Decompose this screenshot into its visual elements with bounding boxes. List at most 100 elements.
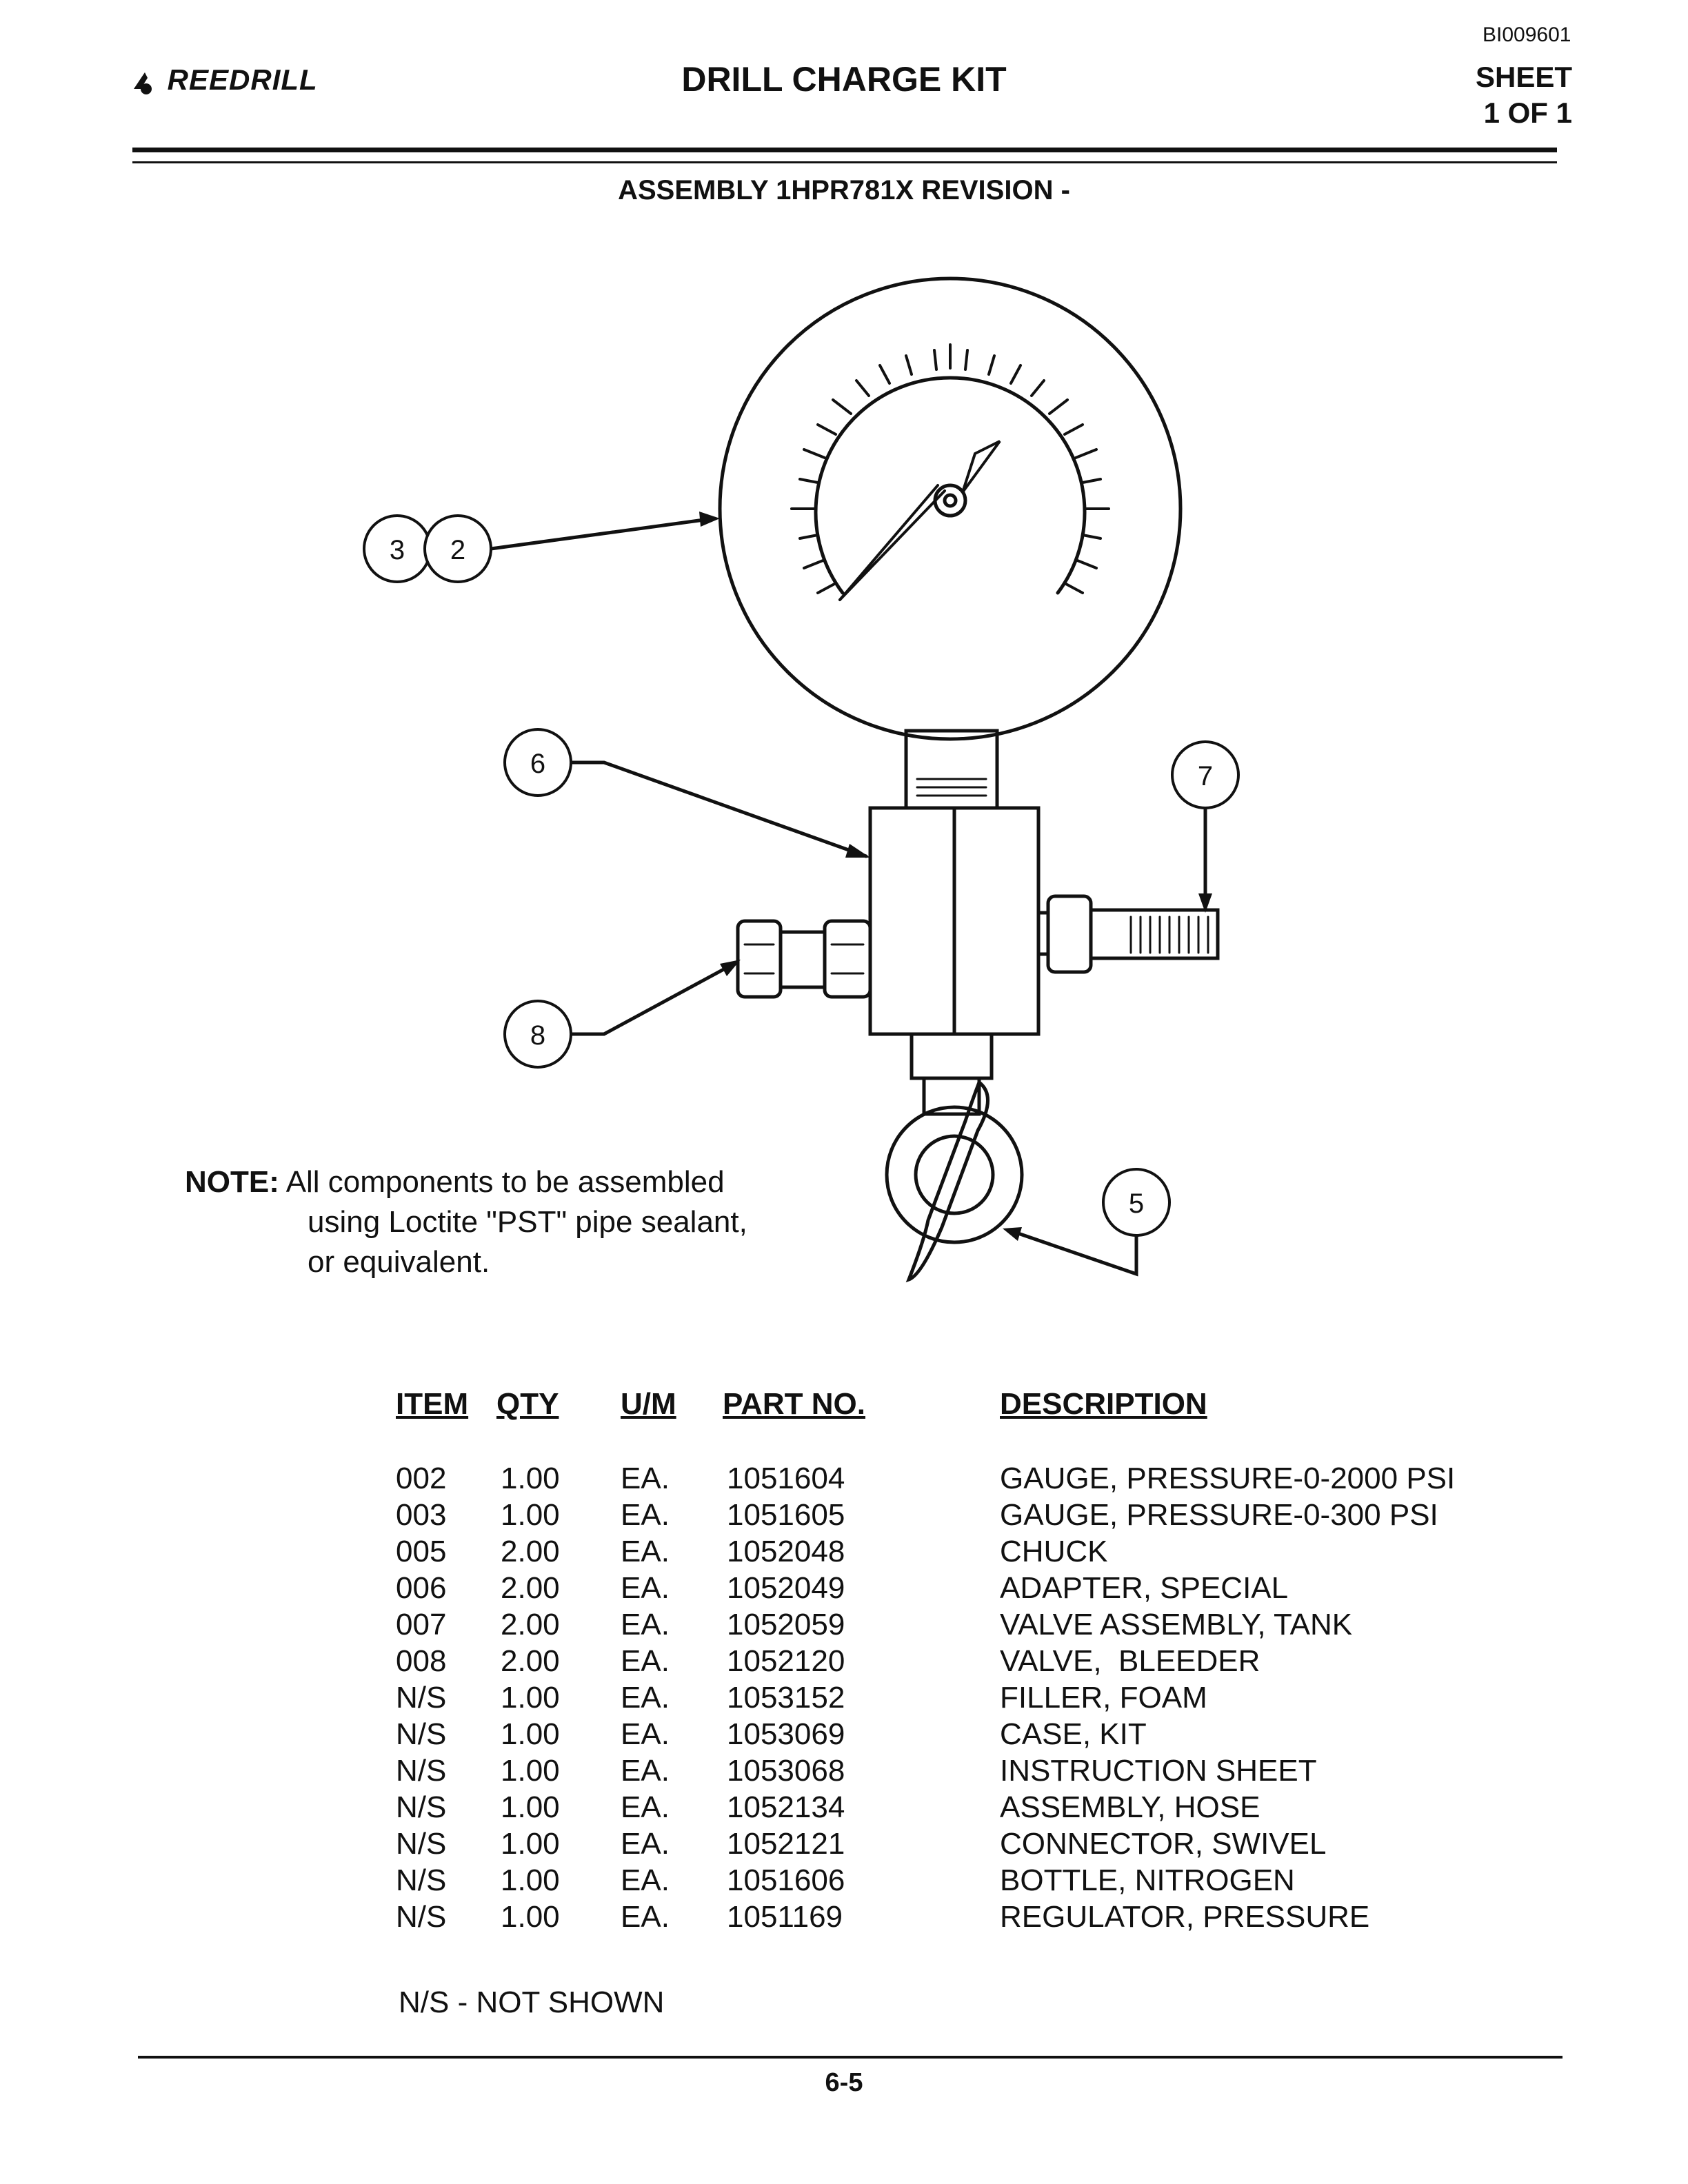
header-um: U/M xyxy=(621,1387,676,1421)
table-row: N/S 1.00 EA. 1051169 REGULATOR, PRESSURE xyxy=(396,1899,1496,1935)
footer-rule xyxy=(138,2056,1563,2059)
header-qty: QTY xyxy=(496,1387,559,1421)
arrowhead-7 xyxy=(1198,893,1212,913)
cell-part-no: 1053068 xyxy=(727,1754,845,1788)
assembly-revision: ASSEMBLY 1HPR781X REVISION - xyxy=(618,175,1070,205)
table-row: 008 2.00 EA. 1052120 VALVE, BLEEDER xyxy=(396,1643,1496,1679)
cell-qty: 1.00 xyxy=(501,1754,560,1788)
cell-description: REGULATOR, PRESSURE xyxy=(1000,1900,1370,1934)
cell-item: N/S xyxy=(396,1754,447,1788)
cell-um: EA. xyxy=(621,1571,670,1605)
cell-item: 002 xyxy=(396,1462,447,1495)
cell-item: N/S xyxy=(396,1900,447,1934)
header-item: ITEM xyxy=(396,1387,469,1421)
cell-um: EA. xyxy=(621,1717,670,1751)
cell-description: GAUGE, PRESSURE-0-2000 PSI xyxy=(1000,1462,1456,1495)
table-row: N/S 1.00 EA. 1052134 ASSEMBLY, HOSE xyxy=(396,1789,1496,1826)
cell-part-no: 1052120 xyxy=(727,1644,845,1678)
cell-part-no: 1052121 xyxy=(727,1827,845,1861)
callout-number-2: 2 xyxy=(450,535,465,565)
cell-description: GAUGE, PRESSURE-0-300 PSI xyxy=(1000,1498,1438,1532)
header-rule-thin xyxy=(132,161,1557,163)
gauge-ticks xyxy=(790,343,1110,594)
leader-6 xyxy=(569,760,868,858)
arrowhead-2 xyxy=(699,512,720,527)
parts-list-table: ITEM QTY U/M PART NO. DESCRIPTION 002 1.… xyxy=(396,1387,1496,1935)
callout-number-5: 5 xyxy=(1129,1189,1144,1219)
note-line-1: All components to be assembled xyxy=(285,1165,725,1199)
cell-um: EA. xyxy=(621,1863,670,1897)
cell-description: FILLER, FOAM xyxy=(1000,1681,1207,1715)
tank-valve-stem xyxy=(1089,908,1220,960)
arrowhead-5 xyxy=(1003,1227,1022,1241)
leader-8 xyxy=(569,960,738,1036)
cell-description: VALVE, BLEEDER xyxy=(1000,1644,1260,1678)
parts-table-header: ITEM QTY U/M PART NO. DESCRIPTION xyxy=(396,1387,1496,1460)
table-row: 005 2.00 EA. 1052048 CHUCK xyxy=(396,1533,1496,1570)
cell-part-no: 1051604 xyxy=(727,1462,845,1495)
cell-part-no: 1053152 xyxy=(727,1681,845,1715)
note-label: NOTE: xyxy=(185,1165,279,1199)
cell-item: 005 xyxy=(396,1535,447,1568)
table-row: N/S 1.00 EA. 1053069 CASE, KIT xyxy=(396,1716,1496,1752)
leader-2 xyxy=(489,516,716,551)
lower-fitting xyxy=(910,1032,994,1080)
cell-qty: 1.00 xyxy=(501,1900,560,1934)
table-row: 002 1.00 EA. 1051604 GAUGE, PRESSURE-0-2… xyxy=(396,1460,1496,1497)
cell-qty: 2.00 xyxy=(501,1644,560,1678)
cell-qty: 2.00 xyxy=(501,1608,560,1641)
cell-um: EA. xyxy=(621,1827,670,1861)
callout-number-6: 6 xyxy=(530,749,545,779)
assembly-drawing: 3 2 6 7 8 5 xyxy=(363,276,1240,1283)
sheet-label: SHEET xyxy=(1475,61,1572,93)
cell-item: 008 xyxy=(396,1644,447,1678)
cell-part-no: 1051605 xyxy=(727,1498,845,1532)
callout-balloon-6 xyxy=(503,728,572,797)
cell-qty: 1.00 xyxy=(501,1498,560,1532)
cell-qty: 1.00 xyxy=(501,1790,560,1824)
table-row: N/S 1.00 EA. 1053068 INSTRUCTION SHEET xyxy=(396,1752,1496,1789)
gauge-rim xyxy=(718,276,1183,741)
sheet-count: 1 OF 1 xyxy=(1483,97,1572,129)
cell-item: 006 xyxy=(396,1571,447,1605)
header-description: DESCRIPTION xyxy=(1000,1387,1207,1421)
cell-item: N/S xyxy=(396,1717,447,1751)
cell-description: CONNECTOR, SWIVEL xyxy=(1000,1827,1327,1861)
cell-qty: 2.00 xyxy=(501,1535,560,1568)
table-row: N/S 1.00 EA. 1052121 CONNECTOR, SWIVEL xyxy=(396,1826,1496,1862)
cell-item: N/S xyxy=(396,1790,447,1824)
cell-part-no: 1052134 xyxy=(727,1790,845,1824)
bleeder-nut xyxy=(736,919,783,999)
cell-item: N/S xyxy=(396,1863,447,1897)
brand-mark-icon xyxy=(134,72,152,94)
cell-um: EA. xyxy=(621,1608,670,1641)
chuck-handle xyxy=(905,1079,989,1283)
assembly-note: NOTE: All components to be assembled usi… xyxy=(185,1162,747,1282)
callout-balloon-7 xyxy=(1171,740,1240,809)
arrowhead-6 xyxy=(845,844,870,858)
document-id: BI009601 xyxy=(1483,23,1571,46)
cell-description: ADAPTER, SPECIAL xyxy=(1000,1571,1289,1605)
cell-part-no: 1051169 xyxy=(727,1900,843,1934)
table-row: N/S 1.00 EA. 1051606 BOTTLE, NITROGEN xyxy=(396,1862,1496,1899)
callout-number-3: 3 xyxy=(390,535,405,565)
brand-name: REEDRILL xyxy=(167,63,318,96)
callout-balloon-2 xyxy=(423,514,492,583)
cell-qty: 2.00 xyxy=(501,1571,560,1605)
cell-item: N/S xyxy=(396,1681,447,1715)
callout-balloon-5 xyxy=(1102,1168,1171,1237)
chuck-body xyxy=(885,1105,1024,1244)
cell-part-no: 1052049 xyxy=(727,1571,845,1605)
cell-part-no: 1051606 xyxy=(727,1863,845,1897)
cell-um: EA. xyxy=(621,1790,670,1824)
cell-part-no: 1052059 xyxy=(727,1608,845,1641)
cell-description: ASSEMBLY, HOSE xyxy=(1000,1790,1260,1824)
table-row: 003 1.00 EA. 1051605 GAUGE, PRESSURE-0-3… xyxy=(396,1497,1496,1533)
cell-qty: 1.00 xyxy=(501,1827,560,1861)
note-line-3: or equivalent. xyxy=(308,1245,490,1279)
brand-logo: REEDRILL xyxy=(131,63,318,97)
cell-item: 007 xyxy=(396,1608,447,1641)
cell-description: CASE, KIT xyxy=(1000,1717,1147,1751)
page-number: 6-5 xyxy=(825,2068,863,2097)
callout-number-8: 8 xyxy=(530,1020,545,1051)
